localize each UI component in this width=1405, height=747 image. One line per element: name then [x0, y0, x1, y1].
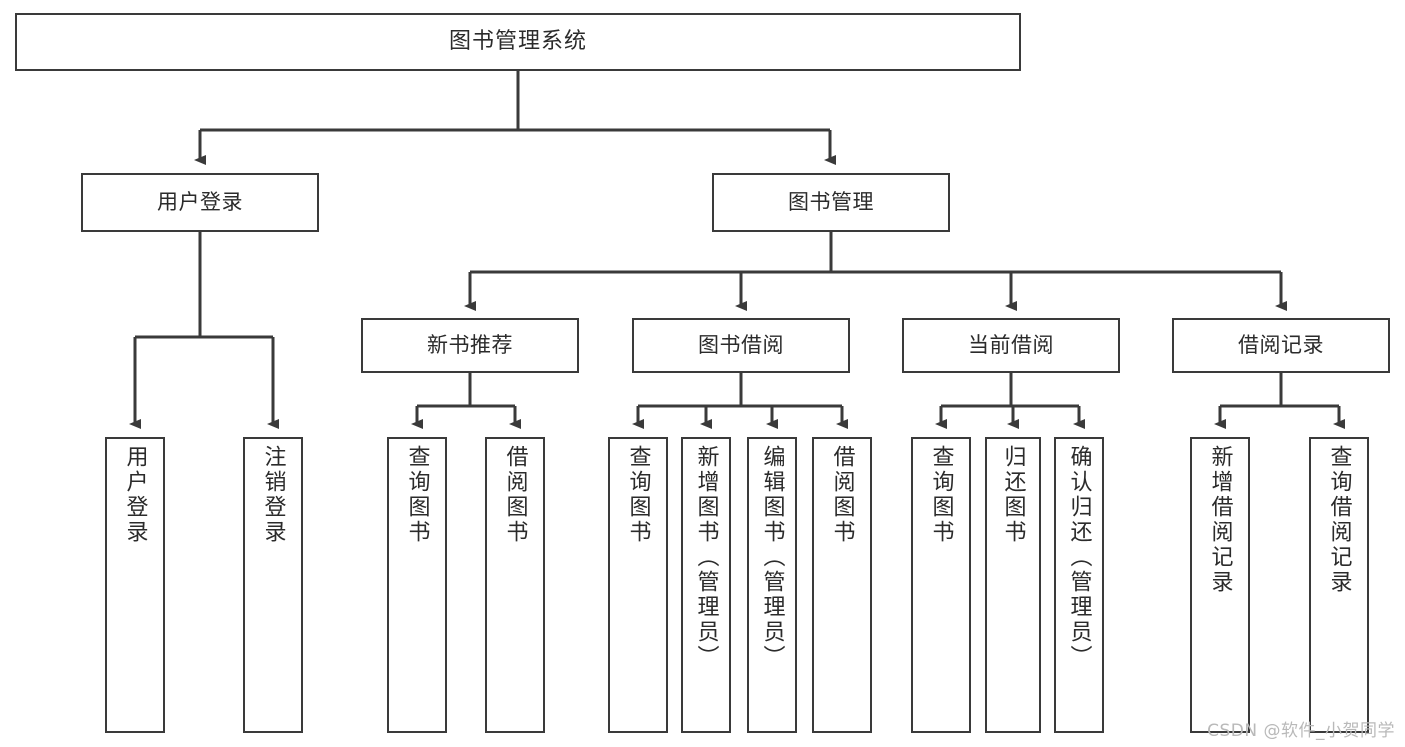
leaf-confirm-return-admin[interactable]: 确认归还（管理员）	[1054, 437, 1104, 733]
leaf-add-borrow-record[interactable]: 新增借阅记录	[1190, 437, 1250, 733]
node-label: 当前借阅	[968, 333, 1054, 358]
leaf-edit-book-admin[interactable]: 编辑图书（管理员）	[747, 437, 797, 733]
node-user-login[interactable]: 用户登录	[81, 173, 319, 232]
watermark: CSDN @软件_小贺同学	[1207, 721, 1395, 741]
node-new-book-recommendation[interactable]: 新书推荐	[361, 318, 579, 373]
leaf-query-borrow-record[interactable]: 查询借阅记录	[1309, 437, 1369, 733]
node-book-borrow[interactable]: 图书借阅	[632, 318, 850, 373]
node-book-manage[interactable]: 图书管理	[712, 173, 950, 232]
node-label: 图书管理	[788, 190, 874, 215]
node-label: 借阅图书	[829, 445, 855, 545]
node-label: 新增借阅记录	[1207, 445, 1233, 595]
node-label: 新增图书（管理员）	[693, 445, 719, 670]
leaf-return-book[interactable]: 归还图书	[985, 437, 1041, 733]
leaf-borrow-book[interactable]: 借阅图书	[812, 437, 872, 733]
node-label: 注销登录	[260, 445, 286, 545]
node-label: 确认归还（管理员）	[1066, 445, 1092, 670]
leaf-logout[interactable]: 注销登录	[243, 437, 303, 733]
leaf-query-book-current[interactable]: 查询图书	[911, 437, 971, 733]
leaf-query-book-recommend[interactable]: 查询图书	[387, 437, 447, 733]
node-label: 图书管理系统	[448, 29, 587, 55]
node-label: 新书推荐	[427, 333, 513, 358]
node-label: 查询图书	[404, 445, 430, 545]
node-current-borrow[interactable]: 当前借阅	[902, 318, 1120, 373]
node-label: 归还图书	[1000, 445, 1026, 545]
leaf-user-login[interactable]: 用户登录	[105, 437, 165, 733]
node-label: 用户登录	[157, 190, 243, 215]
node-borrow-record[interactable]: 借阅记录	[1172, 318, 1390, 373]
node-label: 查询图书	[928, 445, 954, 545]
node-label: 借阅图书	[502, 445, 528, 545]
leaf-borrow-book-recommend[interactable]: 借阅图书	[485, 437, 545, 733]
leaf-query-book-borrow[interactable]: 查询图书	[608, 437, 668, 733]
node-label: 查询借阅记录	[1326, 445, 1352, 595]
node-root[interactable]: 图书管理系统	[15, 13, 1021, 71]
node-label: 借阅记录	[1238, 333, 1324, 358]
node-label: 编辑图书（管理员）	[759, 445, 785, 670]
leaf-add-book-admin[interactable]: 新增图书（管理员）	[681, 437, 731, 733]
node-label: 查询图书	[625, 445, 651, 545]
node-label: 图书借阅	[698, 333, 784, 358]
node-label: 用户登录	[122, 445, 148, 545]
